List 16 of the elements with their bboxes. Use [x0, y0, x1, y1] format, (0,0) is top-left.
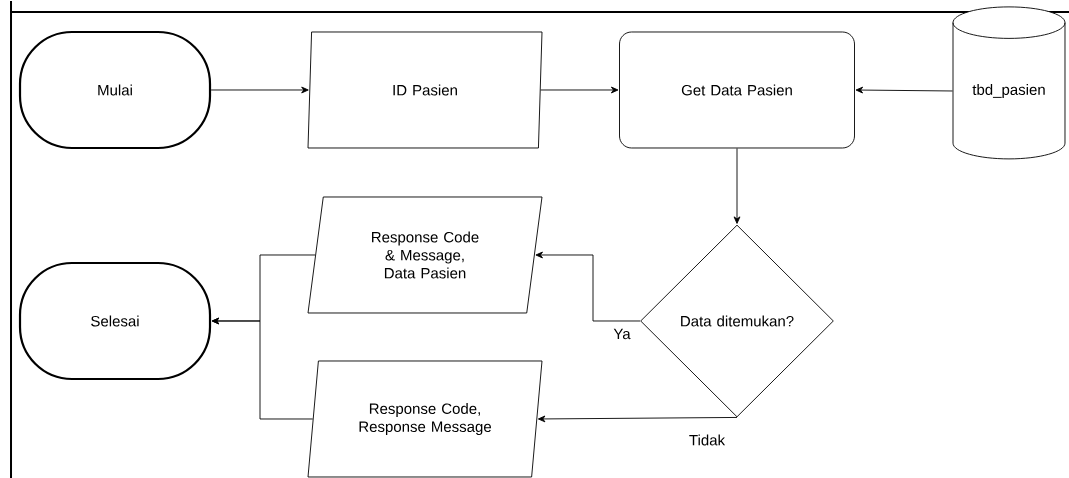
process-box: Get Data Pasien	[619, 31, 855, 149]
arrow	[733, 148, 741, 224]
arrow	[540, 86, 619, 94]
start-terminal: Mulai	[18, 30, 212, 150]
output-parallelogram: Response Code & Message, Data Pasien	[307, 196, 543, 314]
arrow	[537, 415, 738, 423]
arrow	[210, 86, 309, 94]
input-parallelogram: ID Pasien	[307, 31, 543, 149]
end-terminal: Selesai	[18, 261, 212, 381]
edge-label: Ya	[612, 327, 632, 341]
database-cylinder: tbd_pasien	[952, 6, 1066, 160]
edge-label: Tidak	[687, 433, 727, 447]
output-parallelogram: Response Code, Response Message	[307, 360, 543, 478]
arrow	[855, 86, 953, 94]
arrow	[535, 251, 641, 322]
arrow	[211, 317, 314, 420]
